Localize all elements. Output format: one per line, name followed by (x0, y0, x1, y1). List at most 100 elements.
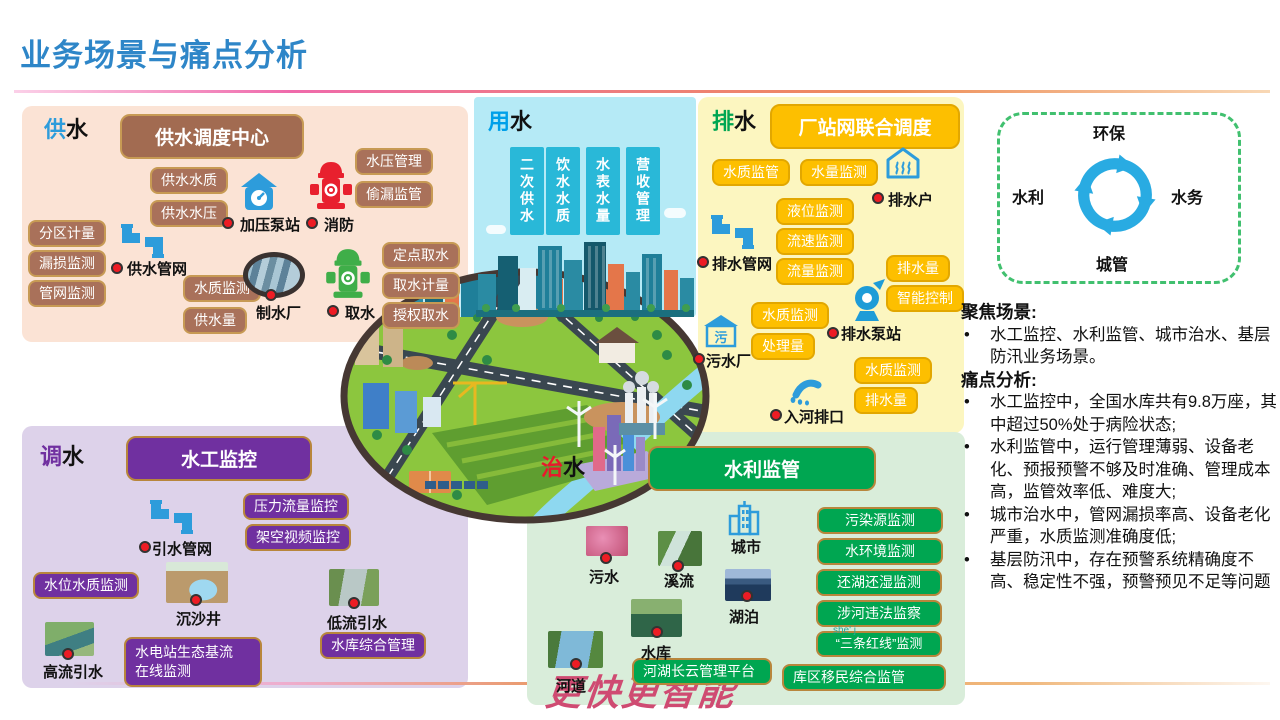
banner-meter-volume: 水表水量 (586, 147, 620, 235)
sewage-plant-icon: 污 (703, 314, 739, 353)
pill-aerial-video: 架空视频监控 (245, 524, 351, 552)
pain-item: 水利监管中，运行管理薄弱、设备老化、预报预警不够及时准确、管理成本高，监管效率低… (961, 436, 1280, 504)
pill-velocity-monitor: 流速监测 (776, 228, 854, 256)
point-low-flow: 低流引水 (327, 615, 388, 632)
point-reservoir: 水库 (641, 645, 672, 662)
page-title: 业务场景与痛点分析 (20, 38, 308, 73)
focus-item: 水工监控、水利监管、城市治水、基层防汛业务场景。 (961, 324, 1280, 369)
pill-intake-metering: 取水计量 (382, 272, 460, 300)
pill-quality-monitor: 水质监测 (183, 275, 261, 303)
city-buildings-icon (727, 498, 761, 541)
point-lake: 湖泊 (729, 609, 760, 626)
marker-dot (62, 648, 74, 660)
pill-quality-supervision: 水质监管 (712, 159, 790, 187)
supply-section-label: 供水 (44, 117, 89, 142)
pain-item: 基层防汛中，存在预警系统精确度不高、稳定性不强，预警预见不足等问题 (961, 549, 1280, 594)
pill-zone-metering: 分区计量 (28, 220, 106, 248)
point-diversion-network: 引水管网 (152, 541, 213, 558)
pill-env-monitor: 水环境监测 (817, 538, 943, 566)
pill-pollution-monitor: 污染源监测 (817, 507, 943, 535)
pill-smart-control: 智能控制 (886, 285, 964, 313)
point-city: 城市 (731, 539, 762, 556)
marker-dot (139, 541, 151, 553)
drainage-section-label: 排水 (712, 109, 757, 134)
pipe-network-icon (118, 224, 168, 263)
point-river-outlet: 入河排口 (784, 409, 845, 426)
pain-title: 痛点分析: (961, 369, 1037, 390)
pill-reservoir-migrant: 库区移民综合监管 (782, 664, 946, 692)
governance-header: 水利监管 (648, 446, 876, 491)
marker-dot (741, 590, 753, 602)
marker-dot (327, 305, 339, 317)
marker-dot (265, 289, 277, 301)
river-outlet-icon (787, 379, 823, 412)
stray-pinyin-text: she' j (833, 625, 857, 636)
pill-treatment-volume: 处理量 (751, 333, 815, 361)
svg-text:污: 污 (714, 330, 727, 345)
pill-level-quality: 水位水质监测 (33, 572, 139, 600)
transfer-section-label: 调水 (40, 444, 85, 469)
pill-supply-quality: 供水水质 (150, 167, 228, 195)
point-supply-network: 供水管网 (127, 261, 188, 278)
cycle-panel (997, 112, 1241, 284)
polluted-water-photo (586, 526, 628, 556)
pill-quality-monitor2: 水质监测 (751, 302, 829, 330)
point-drain-pump: 排水泵站 (841, 326, 902, 343)
point-river-channel: 河道 (556, 678, 587, 695)
cycle-arrows-icon (1063, 143, 1167, 252)
marker-dot (111, 262, 123, 274)
intake-hydrant-icon (325, 247, 371, 306)
pill-pressure-mgmt: 水压管理 (355, 148, 433, 176)
pill-drain-volume: 排水量 (886, 255, 950, 283)
banner-revenue-mgmt: 营收管理 (626, 147, 660, 235)
point-fire: 消防 (324, 217, 355, 234)
banner-secondary-supply: 二次供水 (510, 147, 544, 235)
marker-dot (672, 560, 684, 572)
drain-pump-icon (849, 279, 885, 326)
fire-hydrant-icon (309, 160, 353, 217)
marker-dot (693, 353, 705, 365)
pill-drain-volume2: 排水量 (854, 387, 918, 415)
pill-level-monitor: 液位监测 (776, 198, 854, 226)
point-stream: 溪流 (664, 573, 695, 590)
cloud-icon (486, 225, 506, 234)
point-water-plant: 制水厂 (256, 305, 302, 322)
cycle-label-env: 环保 (1093, 126, 1126, 143)
marker-dot (306, 217, 318, 229)
point-sand-well: 沉沙井 (176, 611, 222, 628)
governance-section-label: 治水 (541, 455, 586, 480)
point-pump-station: 加压泵站 (240, 217, 301, 234)
pill-lake-wetland: 还湖还湿监测 (816, 569, 942, 597)
pain-item: 城市治水中，管网漏损率高、设备老化严重，水质监测准确度低; (961, 504, 1280, 549)
drain-user-icon (886, 147, 920, 184)
point-sewage-plant: 污水厂 (706, 353, 752, 370)
cycle-label-water-affairs: 水务 (1171, 190, 1204, 207)
marker-dot (348, 597, 360, 609)
point-drain-network: 排水管网 (712, 256, 773, 273)
point-intake: 取水 (345, 305, 376, 322)
banner-drinking-quality: 饮水水质 (546, 147, 580, 235)
pill-leak-monitor: 漏损监测 (28, 250, 106, 278)
city-skyline-illustration (476, 240, 694, 317)
marker-dot (600, 552, 612, 564)
marker-dot (651, 626, 663, 638)
point-polluted-water: 污水 (589, 569, 620, 586)
marker-dot (222, 217, 234, 229)
pain-item: 水工监控中，全国水库共有9.8万座，其中超过50%处于病险状态; (961, 391, 1280, 436)
pipe-network-icon (708, 215, 758, 254)
marker-dot (827, 327, 839, 339)
supply-header: 供水调度中心 (120, 114, 304, 159)
pill-fixed-intake: 定点取水 (382, 242, 460, 270)
transfer-header: 水工监控 (126, 436, 312, 481)
pipe-network-icon (147, 500, 197, 539)
pill-flow-monitor: 流量监测 (776, 258, 854, 286)
marker-dot (570, 658, 582, 670)
marker-dot (770, 409, 782, 421)
cloud-icon (664, 208, 686, 218)
point-high-flow: 高流引水 (43, 664, 104, 681)
title-underline (14, 90, 1270, 93)
analysis-panel: 聚焦场景: 水工监控、水利监管、城市治水、基层防汛业务场景。 痛点分析: 水工监… (961, 301, 1280, 594)
pill-reservoir-mgmt: 水库综合管理 (320, 632, 426, 660)
marker-dot (697, 256, 709, 268)
pill-three-redlines: “三条红线”监测 (816, 631, 942, 658)
